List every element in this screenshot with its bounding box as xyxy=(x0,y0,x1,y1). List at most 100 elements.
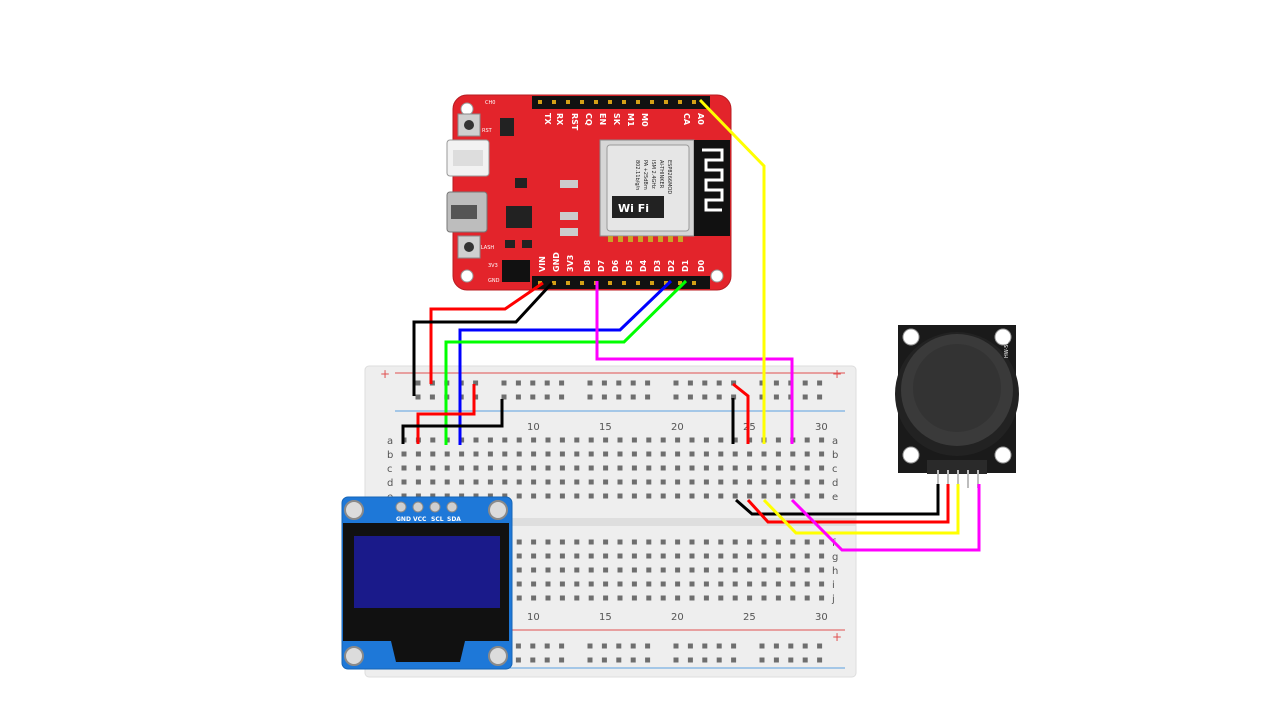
breadboard-hole xyxy=(574,553,580,559)
breadboard-hole xyxy=(531,465,537,471)
breadboard-hole xyxy=(660,451,666,457)
breadboard-hole xyxy=(617,581,623,587)
breadboard-hole xyxy=(531,581,537,587)
rail-hole xyxy=(759,657,765,663)
rail-hole xyxy=(429,394,435,400)
rail-hole xyxy=(817,643,823,649)
breadboard-hole xyxy=(732,553,738,559)
esp-pad xyxy=(678,236,683,242)
breadboard-hole xyxy=(646,465,652,471)
breadboard-hole xyxy=(718,581,724,587)
rail-hole xyxy=(802,394,808,400)
black-wire-gnd xyxy=(412,281,554,396)
rail-hole xyxy=(601,394,607,400)
usb-serial-chip xyxy=(506,206,532,228)
header-pin xyxy=(538,281,542,285)
oled-pin-pad xyxy=(446,501,458,513)
breadboard-hole xyxy=(646,595,652,601)
breadboard-hole xyxy=(761,539,767,545)
breadboard-hole xyxy=(559,595,565,601)
rail-hole xyxy=(731,394,737,400)
breadboard-hole xyxy=(516,493,522,499)
breadboard-hole xyxy=(718,479,724,485)
breadboard-hole xyxy=(531,451,537,457)
rail-hole xyxy=(788,657,794,663)
joystick-mount-hole xyxy=(902,328,920,346)
header-pin xyxy=(650,281,654,285)
breadboard-hole xyxy=(631,539,637,545)
rail-hole xyxy=(630,643,636,649)
mounting-hole xyxy=(460,269,474,283)
bottom-pin-labels: VIN GND 3V3 D8 D7 D6 D5 D4 D3 D2 D1 D0 xyxy=(538,252,706,272)
regulator-chip xyxy=(500,118,514,136)
rail-hole xyxy=(616,643,622,649)
breadboard-hole xyxy=(631,451,637,457)
breadboard-hole xyxy=(617,493,623,499)
pin-label: EN xyxy=(598,113,607,125)
breadboard-hole xyxy=(775,595,781,601)
breadboard-hole xyxy=(790,539,796,545)
breadboard-hole xyxy=(675,437,681,443)
breadboard-hole xyxy=(775,539,781,545)
pin-label: M0 xyxy=(640,113,649,127)
header-pin xyxy=(636,281,640,285)
top-pin-labels: TX RX RST CQ EN SK M1 M0 CA A0 xyxy=(543,113,705,131)
breadboard-hole xyxy=(545,437,551,443)
rail-hole xyxy=(645,643,651,649)
pin-label: D7 xyxy=(597,260,606,272)
breadboard-hole xyxy=(775,479,781,485)
oled-pin-pad xyxy=(412,501,424,513)
module-text: AI-THINKER xyxy=(658,160,664,189)
breadboard-hole xyxy=(401,479,407,485)
breadboard-hole xyxy=(631,479,637,485)
breadboard-hole xyxy=(401,493,407,499)
breadboard-hole xyxy=(631,553,637,559)
breadboard-hole xyxy=(689,493,695,499)
breadboard-hole xyxy=(675,595,681,601)
breadboard-hole xyxy=(747,567,753,573)
breadboard-hole xyxy=(804,539,810,545)
breadboard-hole xyxy=(559,539,565,545)
breadboard-hole xyxy=(689,553,695,559)
breadboard-hole xyxy=(574,493,580,499)
breadboard-hole xyxy=(689,465,695,471)
breadboard-hole xyxy=(603,479,609,485)
breadboard-hole xyxy=(675,465,681,471)
breadboard-hole xyxy=(718,553,724,559)
breadboard-hole xyxy=(689,437,695,443)
column-number: 15 xyxy=(599,422,612,433)
pin-label: VIN xyxy=(538,256,547,272)
breadboard-hole xyxy=(459,479,465,485)
blue-wire-oled-sda xyxy=(458,279,673,445)
breadboard-hole xyxy=(617,595,623,601)
rail-hole xyxy=(759,394,765,400)
breadboard-hole xyxy=(660,581,666,587)
joystick-module: HW-504 xyxy=(895,325,1019,488)
breadboard-hole xyxy=(631,595,637,601)
breadboard-hole xyxy=(660,567,666,573)
breadboard-hole xyxy=(502,465,508,471)
breadboard-hole xyxy=(689,567,695,573)
breadboard-hole xyxy=(588,567,594,573)
breadboard-hole xyxy=(689,451,695,457)
joystick-header xyxy=(927,460,987,474)
breadboard-hole xyxy=(660,595,666,601)
rail-hole xyxy=(702,394,708,400)
breadboard-hole xyxy=(804,567,810,573)
breadboard-hole xyxy=(588,451,594,457)
rail-hole xyxy=(601,643,607,649)
red-wire-oled-vcc xyxy=(416,384,476,444)
breadboard-hole xyxy=(718,465,724,471)
rail-hole xyxy=(515,380,521,386)
breadboard-hole xyxy=(747,493,753,499)
breadboard-hole xyxy=(819,493,825,499)
smd-resistor xyxy=(560,180,578,188)
breadboard-hole xyxy=(444,493,450,499)
breadboard-hole xyxy=(703,493,709,499)
oled-pin-label: VCC xyxy=(413,516,427,523)
breadboard-hole xyxy=(516,465,522,471)
breadboard-holes xyxy=(401,380,825,663)
breadboard-hole xyxy=(444,479,450,485)
row-letter: b xyxy=(387,450,393,461)
micro-usb-opening xyxy=(451,205,477,219)
